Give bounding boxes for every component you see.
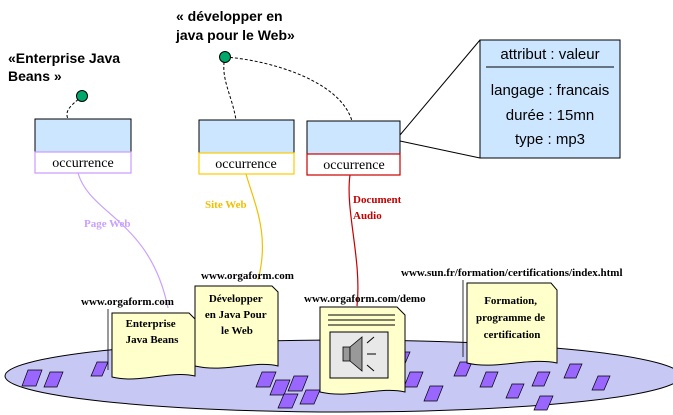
svg-text:Formation, programme de: Formation, programme de certification [476,295,548,341]
document-certification: Formation, programme de certification [462,280,558,366]
resource-url: www.orgaform.com [81,296,174,308]
occurrence-type-site-web: Site Web [205,199,247,211]
attribute-row: type : mp3 [515,131,585,148]
topic-association-line [223,56,237,121]
attribute-row: langage : francais [491,82,609,99]
occurrence-box-1: occurrence [34,118,132,174]
topic-dot-ejb [76,90,88,102]
document-java-web: Développer en Java Pour le Web [194,285,279,369]
occurrence-link-page-web [77,172,169,309]
svg-text:Enterprise Java Beans: Enterprise Java Beans [126,318,180,346]
occurrence-link-site-web [245,173,264,281]
topic-association-line [66,95,83,120]
speaker-icon [329,331,389,379]
svg-text:Développer en Java Pour: Développer en Java Pour le Web [205,293,269,337]
resource-url: www.sun.fr/formation/certifications/inde… [401,267,623,279]
occurrence-label: occurrence [215,157,276,172]
topic-association-line [224,56,353,122]
resource-url: www.orgaform.com [201,270,294,282]
occurrence-type-document-audio: Document Audio [353,194,404,222]
topic-label-ejb: «Enterprise Java Beans » [8,50,124,84]
topic-dot-java-web [219,51,231,63]
occurrence-label: occurrence [323,158,384,173]
attribute-header: attribut : valeur [500,46,599,63]
topic-label-java-web: « développer en java pour le Web» [175,8,295,43]
attribute-row: durée : 15mn [506,107,594,124]
occurrence-type-page-web: Page Web [84,218,131,230]
occurrence-box-2: occurrence [198,119,295,175]
document-audio-demo [319,306,406,395]
document-ejb: Enterprise Java Beans [107,309,196,380]
occurrence-label: occurrence [52,156,113,171]
resource-url: www.orgaform.com/demo [304,293,426,305]
occurrence-box-3: occurrence [306,120,401,176]
occurrence-link-document-audio [348,174,359,307]
attribute-connector [399,140,481,159]
attribute-connector [399,39,481,136]
attribute-box: attribut : valeur langage : francais dur… [479,39,621,159]
